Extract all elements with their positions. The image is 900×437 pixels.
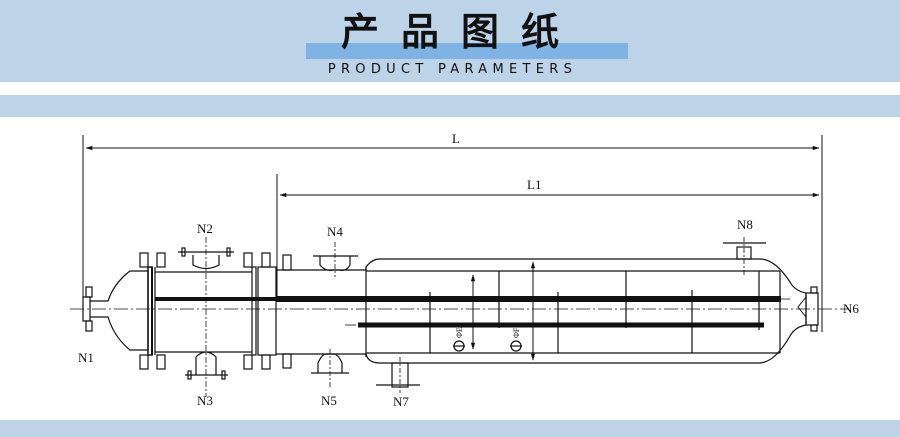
dimension-label-l1: L1 — [527, 177, 541, 192]
nozzle-label-n5: N5 — [321, 393, 337, 408]
diameter-symbol-e: ΦE — [453, 327, 465, 352]
page-title: 产品图纸 — [340, 10, 581, 54]
nozzle-label-n7: N7 — [393, 394, 409, 409]
nozzle-label-n1: N1 — [78, 350, 94, 365]
separator-band-top — [0, 95, 900, 117]
nozzle-label-n3: N3 — [197, 393, 213, 408]
dimension-label-l: L — [452, 131, 460, 146]
left-channel-head — [82, 252, 166, 370]
separator-band-bottom — [0, 420, 900, 437]
diameter-label-e: ΦE — [455, 327, 464, 338]
dimension-l1: L1 — [276, 174, 820, 302]
channel-body — [155, 237, 277, 397]
diameter-label-f: ΦF — [512, 327, 521, 338]
title-highlight-bar — [306, 43, 628, 59]
page-header: 产品图纸 PRODUCT PARAMETERS — [0, 0, 900, 82]
heat-exchanger-drawing: L L1 — [70, 131, 859, 409]
nozzle-label-n8: N8 — [737, 217, 753, 232]
page-subtitle: PRODUCT PARAMETERS — [327, 62, 578, 77]
main-shell — [276, 237, 819, 393]
dimension-l: L — [82, 131, 823, 332]
nozzle-label-n6: N6 — [843, 301, 859, 316]
diameter-symbol-f: ΦF — [510, 327, 522, 352]
nozzle-label-n4: N4 — [327, 224, 343, 239]
nozzle-label-n2: N2 — [197, 221, 213, 236]
